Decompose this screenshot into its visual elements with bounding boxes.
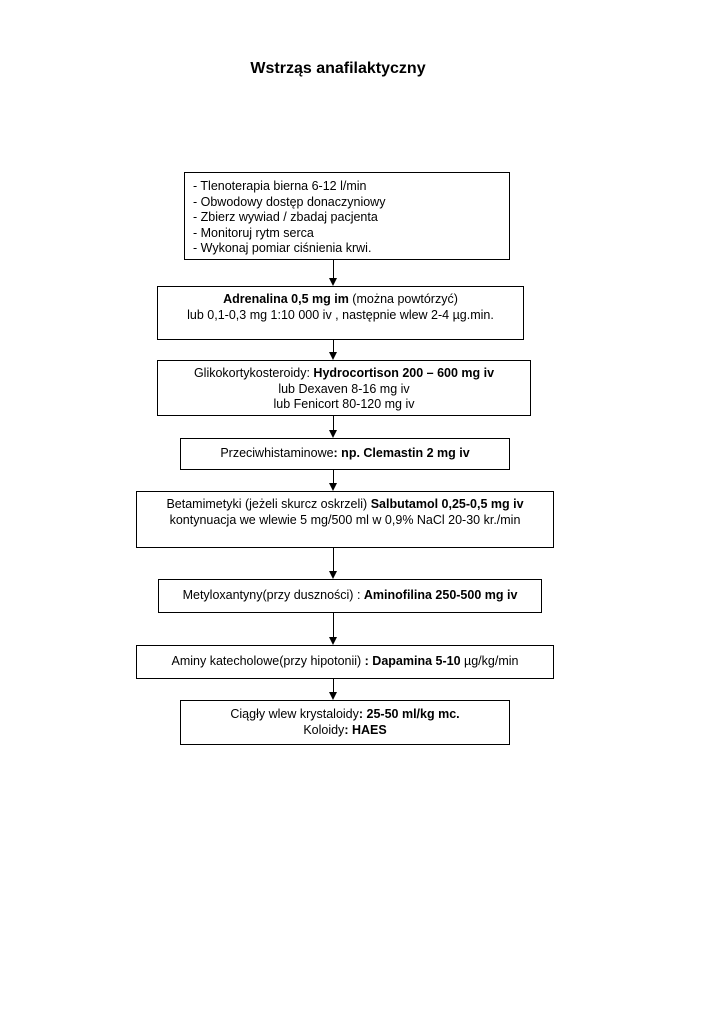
step-text: µg/kg/min bbox=[460, 654, 519, 668]
page-title: Wstrząs anafilaktyczny bbox=[250, 60, 426, 77]
flow-step-glikokortykosteroidy: Glikokortykosteroidy: Hydrocortison 200 … bbox=[157, 360, 531, 416]
step-text: lub Dexaven 8-16 mg iv bbox=[278, 381, 410, 396]
step-text: - Obwodowy dostęp donaczyniowy bbox=[193, 194, 386, 209]
step-text: kontynuacja we wlewie 5 mg/500 ml w 0,9%… bbox=[169, 512, 521, 527]
step-text: lub Fenicort 80-120 mg iv bbox=[273, 397, 415, 411]
drug-name: : np. Clemastin 2 mg iv bbox=[333, 446, 470, 460]
step-text: Glikokortykosteroidy: bbox=[193, 366, 314, 380]
drug-name: : Dapamina 5-10 bbox=[364, 654, 461, 668]
flow-step-initial-measures: - Tlenoterapia bierna 6-12 l/min - Obwod… bbox=[184, 172, 510, 260]
step-text: (można powtórzyć) bbox=[348, 292, 458, 306]
step-text: - Wykonaj pomiar ciśnienia krwi. bbox=[193, 241, 372, 255]
drug-name: Salbutamol 0,25-0,5 mg iv bbox=[370, 497, 524, 511]
flow-step-adrenalina: Adrenalina 0,5 mg im (można powtórzyć) l… bbox=[157, 286, 524, 340]
flow-step-betamimetyki: Betamimetyki (jeżeli skurcz oskrzeli) Sa… bbox=[136, 491, 554, 548]
step-text: Aminy katecholowe(przy hipotonii) bbox=[171, 654, 365, 668]
drug-name: : 25-50 ml/kg mc. bbox=[358, 707, 460, 721]
drug-name: Hydrocortison 200 – 600 mg iv bbox=[313, 366, 495, 380]
flow-step-plyny: Ciągły wlew krystaloidy: 25-50 ml/kg mc.… bbox=[180, 700, 510, 745]
drug-name: Aminofilina 250-500 mg iv bbox=[363, 588, 518, 602]
step-text: Koloidy bbox=[303, 722, 345, 737]
step-text: - Monitoruj rytm serca bbox=[193, 225, 314, 240]
flow-step-przeciwhistaminowe: Przeciwhistaminowe: np. Clemastin 2 mg i… bbox=[180, 438, 510, 470]
drug-name: : HAES bbox=[344, 722, 387, 737]
step-text: Ciągły wlew krystaloidy bbox=[230, 707, 359, 721]
step-text: - Zbierz wywiad / zbadaj pacjenta bbox=[193, 210, 378, 224]
step-text: - Tlenoterapia bierna 6-12 l/min bbox=[193, 179, 367, 193]
step-text: Betamimetyki (jeżeli skurcz oskrzeli) bbox=[166, 497, 371, 511]
drug-name: Adrenalina 0,5 mg im bbox=[223, 292, 349, 306]
step-text: lub 0,1-0,3 mg 1:10 000 iv , następnie w… bbox=[187, 307, 494, 322]
flow-step-aminy-katecholowe: Aminy katecholowe(przy hipotonii) : Dapa… bbox=[136, 645, 554, 679]
step-text: Metyloxantyny(przy duszności) : bbox=[182, 588, 364, 602]
flow-step-metyloxantyny: Metyloxantyny(przy duszności) : Aminofil… bbox=[158, 579, 542, 613]
step-text: Przeciwhistaminowe bbox=[220, 446, 334, 460]
